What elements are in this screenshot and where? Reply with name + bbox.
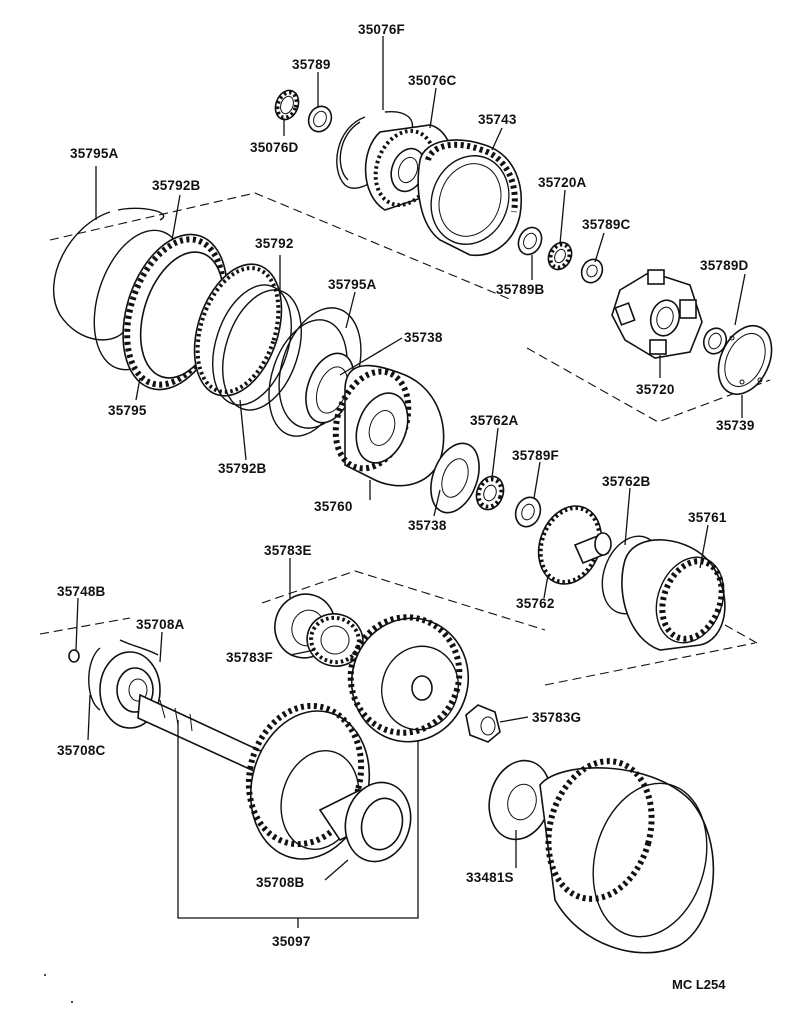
part-35076D-washer bbox=[274, 89, 300, 121]
label-35708B: 35708B bbox=[256, 875, 305, 890]
part-35762A-bearing bbox=[475, 475, 505, 511]
label-35076C: 35076C bbox=[408, 73, 457, 88]
part-35708B-bearing bbox=[344, 781, 412, 863]
label-35761: 35761 bbox=[688, 510, 727, 525]
scan-speck bbox=[44, 974, 46, 976]
reference-plane-lower bbox=[39, 570, 758, 686]
label-35762B: 35762B bbox=[602, 474, 651, 489]
part-35760-drum bbox=[332, 364, 445, 487]
part-labels: 35076F 35789 35076C 35076D 35743 35795A … bbox=[57, 22, 755, 992]
label-35708A: 35708A bbox=[136, 617, 185, 632]
label-35789D: 35789D bbox=[700, 258, 749, 273]
label-35795A-top: 35795A bbox=[70, 146, 119, 161]
label-35076D: 35076D bbox=[250, 140, 299, 155]
label-35760: 35760 bbox=[314, 499, 353, 514]
label-35795A-mid: 35795A bbox=[328, 277, 377, 292]
label-35789B: 35789B bbox=[496, 282, 545, 297]
label-33481S: 33481S bbox=[466, 870, 514, 885]
label-35792B-top: 35792B bbox=[152, 178, 201, 193]
part-35792-clutch-plates bbox=[193, 263, 302, 411]
part-35783G-nut bbox=[465, 704, 501, 743]
label-35795: 35795 bbox=[108, 403, 147, 418]
part-idler-gear bbox=[347, 614, 470, 743]
part-35097-shaft bbox=[137, 693, 382, 860]
part-33481S-ring-gear bbox=[488, 758, 715, 954]
part-35762-sun-gear bbox=[537, 505, 612, 585]
label-35783F: 35783F bbox=[226, 650, 273, 665]
leader-lines bbox=[75, 36, 746, 881]
part-35789C-washer bbox=[580, 258, 604, 284]
label-35792B-bot: 35792B bbox=[218, 461, 267, 476]
label-35720: 35720 bbox=[636, 382, 675, 397]
part-35748B-clip bbox=[68, 649, 80, 663]
part-35761-drum bbox=[621, 539, 726, 651]
label-35792: 35792 bbox=[255, 236, 294, 251]
label-35762A: 35762A bbox=[470, 413, 519, 428]
label-35738-bot: 35738 bbox=[408, 518, 447, 533]
part-35720A-bearing bbox=[547, 241, 573, 271]
part-35720-planetary-carrier bbox=[611, 269, 703, 359]
part-35738-thrust-disc bbox=[430, 442, 480, 514]
part-35743-drum bbox=[417, 139, 522, 257]
label-35789F: 35789F bbox=[512, 448, 559, 463]
label-35748B: 35748B bbox=[57, 584, 106, 599]
part-35789-washer bbox=[307, 105, 333, 133]
label-35762: 35762 bbox=[516, 596, 555, 611]
part-35739-plate bbox=[717, 325, 773, 395]
part-35795A-snap-ring bbox=[52, 207, 164, 341]
label-35789: 35789 bbox=[292, 57, 331, 72]
label-35743: 35743 bbox=[478, 112, 517, 127]
part-35789B-washer bbox=[517, 226, 543, 256]
label-35097: 35097 bbox=[272, 934, 311, 949]
assembly-bracket-35097 bbox=[177, 720, 419, 928]
label-35708C: 35708C bbox=[57, 743, 106, 758]
label-35789C: 35789C bbox=[582, 217, 631, 232]
label-35720A: 35720A bbox=[538, 175, 587, 190]
part-35789F-washer bbox=[514, 496, 542, 528]
label-35783E: 35783E bbox=[264, 543, 312, 558]
label-35739: 35739 bbox=[716, 418, 755, 433]
label-35783G: 35783G bbox=[532, 710, 581, 725]
label-35738-top: 35738 bbox=[404, 330, 443, 345]
figure-code: MC L254 bbox=[672, 977, 726, 992]
scan-speck bbox=[71, 1001, 73, 1003]
label-35076F: 35076F bbox=[358, 22, 405, 37]
